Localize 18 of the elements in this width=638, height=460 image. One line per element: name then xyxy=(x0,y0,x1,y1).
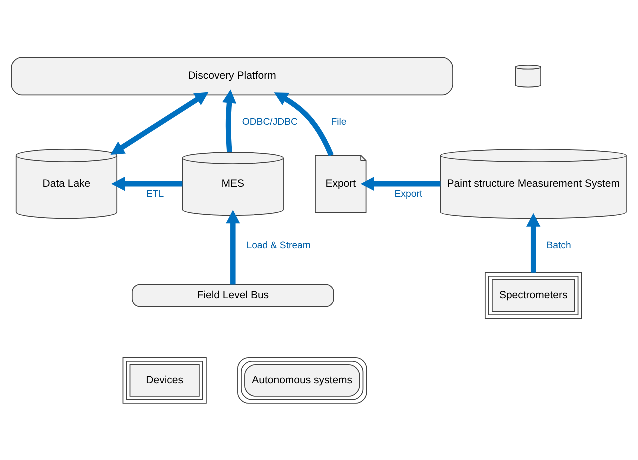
arrow xyxy=(526,212,541,272)
node-box: Autonomous systems xyxy=(238,357,368,404)
arrow xyxy=(274,92,334,156)
edge-label: Batch xyxy=(546,240,572,251)
edge-label: ETL xyxy=(146,188,164,200)
node-box: Devices xyxy=(122,357,207,404)
arrow xyxy=(110,92,209,155)
edge-label: File xyxy=(331,116,347,128)
arrow xyxy=(360,176,441,191)
node-box: Field Level Bus xyxy=(132,284,334,307)
edge-label: ODBC/JDBC xyxy=(242,116,298,128)
arrow xyxy=(222,89,237,152)
edge-label: Load & Stream xyxy=(246,240,311,251)
node-box: Discovery Platform xyxy=(11,56,454,96)
arrow xyxy=(111,176,183,191)
arrow xyxy=(226,210,240,284)
edge-label: Export xyxy=(394,188,423,200)
node-box: Spectrometers xyxy=(484,272,582,318)
